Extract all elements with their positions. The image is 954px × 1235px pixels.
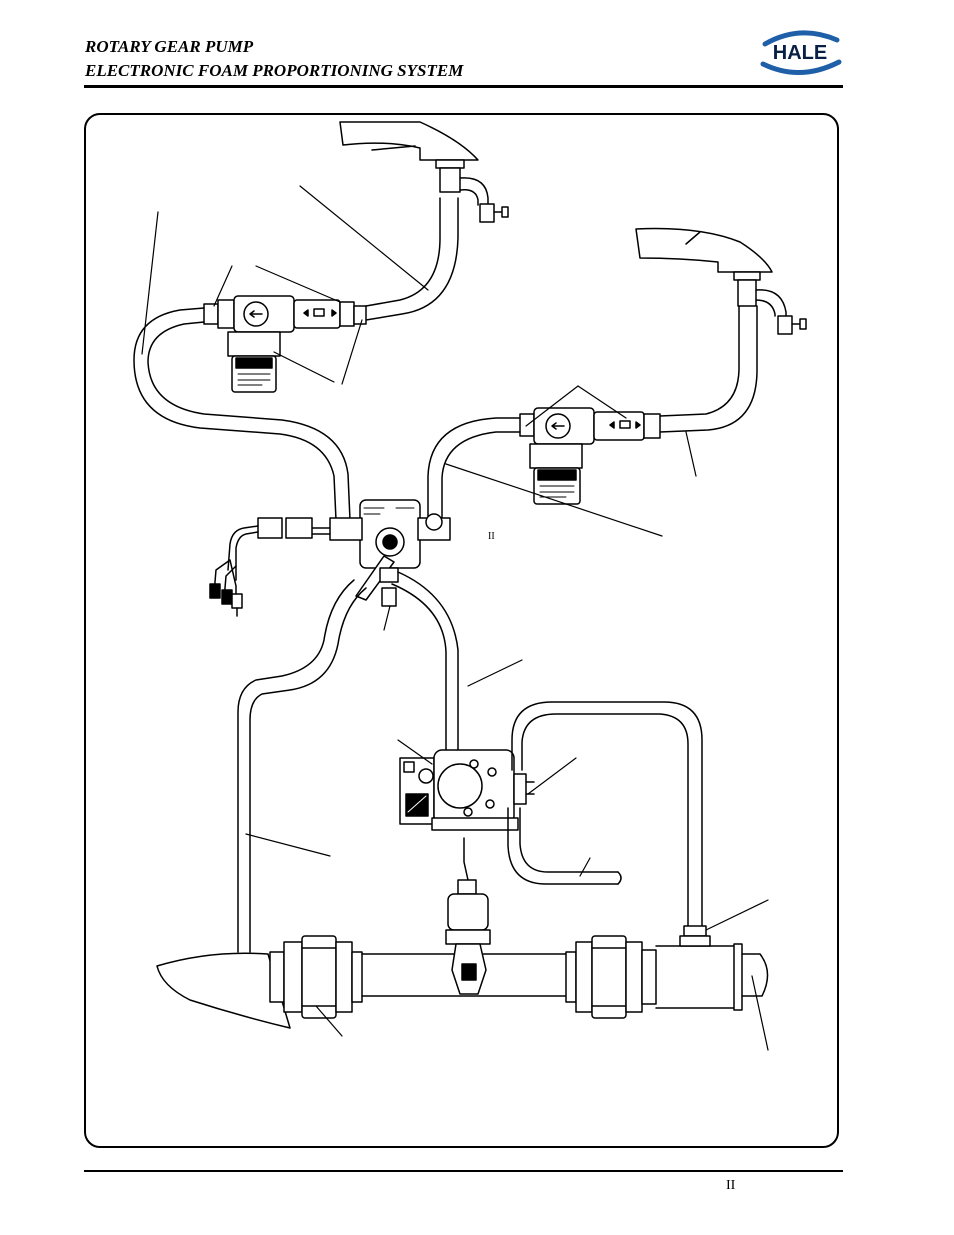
diagram-inline-label: II (488, 531, 495, 542)
footer-rule (84, 1170, 843, 1172)
hose-right-tank (659, 305, 740, 417)
hose-recirc-loop (511, 701, 703, 927)
hose-left-tank (365, 197, 441, 307)
diagram-frame (84, 113, 839, 1148)
check-valve (381, 587, 397, 607)
discharge-pipe (156, 925, 769, 1029)
hose-left-loop (133, 307, 337, 521)
page-number: II (726, 1178, 736, 1193)
hale-logo: HALE (760, 30, 842, 75)
foam-tank-right (635, 227, 807, 335)
pump-motor (399, 749, 535, 831)
wiring-harness (209, 517, 331, 617)
header-title-line1: ROTARY GEAR PUMP (85, 37, 254, 56)
header-title-line2: ELECTRONIC FOAM PROPORTIONING SYSTEM (85, 61, 464, 80)
hose-selector-to-pump (397, 571, 459, 781)
foam-valve-right (519, 407, 661, 505)
foam-tank-left (339, 121, 509, 223)
header-rule (84, 85, 843, 88)
hose-right-loop (427, 417, 521, 521)
hose-tank-return (507, 807, 619, 885)
logo-text: HALE (773, 42, 827, 64)
hose-left-long (237, 579, 355, 953)
foam-valve-left (203, 295, 367, 393)
leader-lines (141, 185, 769, 1051)
flowmeter (445, 879, 491, 995)
sensor-cable (463, 837, 469, 881)
